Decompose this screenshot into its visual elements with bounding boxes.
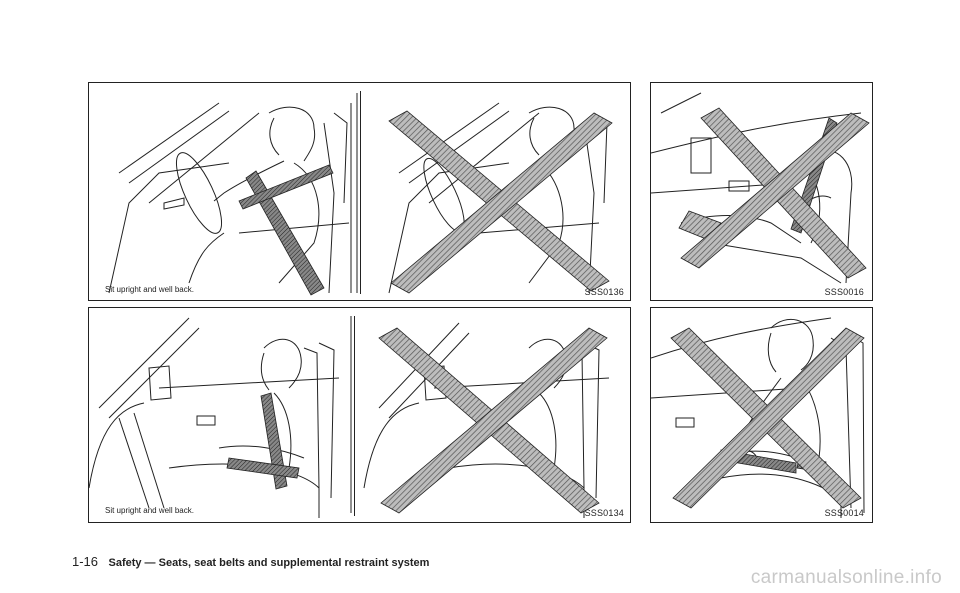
page-number: 1-16 bbox=[72, 554, 99, 569]
panel-divider bbox=[360, 91, 361, 294]
figure-code: SSS0016 bbox=[824, 287, 864, 297]
figure-code: SSS0134 bbox=[584, 508, 624, 518]
page-footer: 1-16 Safety — Seats, seat belts and supp… bbox=[72, 553, 429, 571]
illustration-passenger-seated-correct-and-incorrect bbox=[89, 316, 610, 518]
section-title: Safety — Seats, seat belts and supplemen… bbox=[108, 557, 430, 569]
illustration-driver-seated-correct-and-incorrect bbox=[108, 93, 613, 296]
panel-divider bbox=[354, 316, 355, 516]
figure-panel-bottom-left: Sit upright and well back. SSS0134 bbox=[88, 307, 631, 523]
caption-sit-upright: Sit upright and well back. bbox=[105, 285, 194, 294]
illustration-passenger-feet-up bbox=[651, 92, 870, 284]
figure-panel-top-right: SSS0016 bbox=[650, 82, 873, 301]
caption-sit-upright: Sit upright and well back. bbox=[105, 506, 194, 515]
figure-panel-bottom-right: SSS0014 bbox=[650, 307, 873, 523]
figure-panel-top-left: Sit upright and well back. SSS0136 bbox=[88, 82, 631, 301]
illustration-passenger-belt-too-high bbox=[651, 317, 865, 518]
watermark-text: carmanualsonline.info bbox=[750, 567, 942, 588]
figure-code: SSS0136 bbox=[584, 287, 624, 297]
figure-code: SSS0014 bbox=[824, 508, 864, 518]
